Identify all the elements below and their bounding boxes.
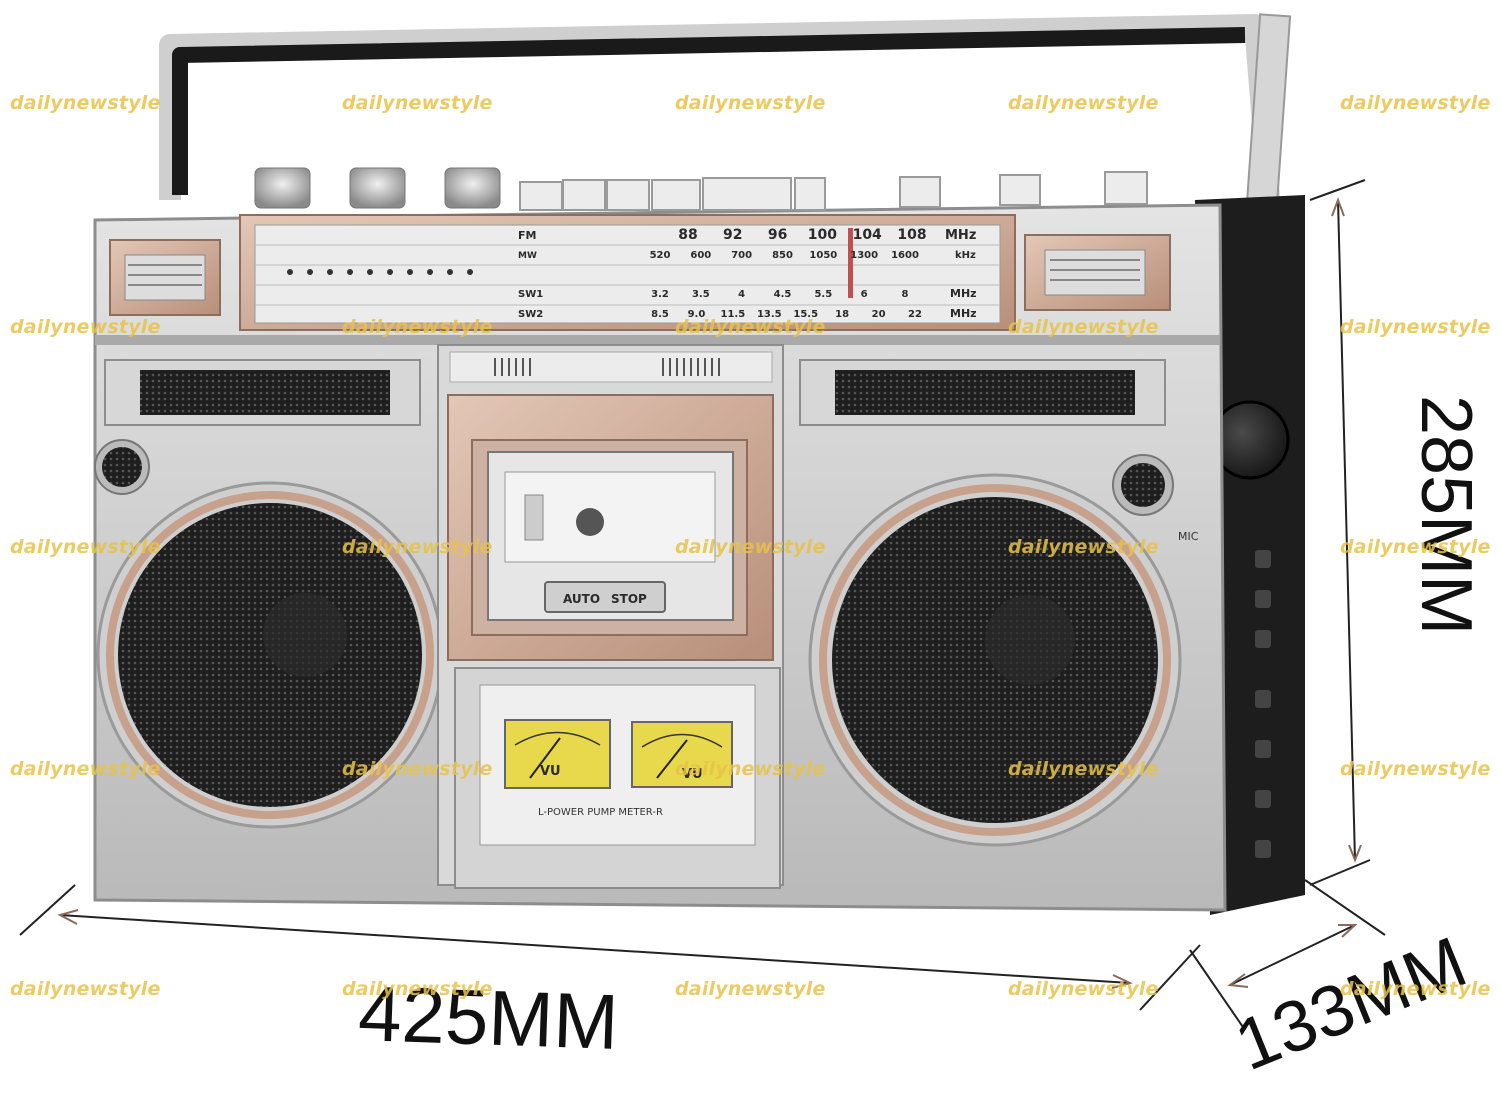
fm-scale-tick-label: 104: [853, 227, 882, 243]
mic-label: MIC: [1178, 530, 1199, 543]
watermark: dailynewstyle: [342, 92, 493, 114]
sw2-scale-tick-label: 11.5: [721, 309, 746, 320]
watermark: dailynewstyle: [1008, 758, 1159, 780]
sw1-scale-tick-label: 4: [738, 289, 745, 300]
fm-scale: 88 92 96 100 104 108: [678, 227, 926, 243]
watermark: dailynewstyle: [675, 758, 826, 780]
watermark: dailynewstyle: [1340, 92, 1491, 114]
sw2-scale-tick-label: 8.5: [651, 309, 669, 320]
mw-scale-tick-label: 600: [690, 250, 711, 261]
watermark: dailynewstyle: [342, 316, 493, 338]
sw2-scale-tick-label: 15.5: [793, 309, 818, 320]
fm-scale-tick-label: 88: [678, 227, 697, 243]
watermark: dailynewstyle: [1008, 316, 1159, 338]
left-small-speaker: [94, 439, 150, 495]
band-mw-label: MW: [518, 251, 537, 261]
sw1-unit: MHz: [950, 287, 977, 300]
watermark: dailynewstyle: [675, 316, 826, 338]
right-tweeter-grille: [799, 359, 1166, 426]
fm-scale-tick-label: 92: [723, 227, 742, 243]
watermark: dailynewstyle: [342, 758, 493, 780]
mw-scale-tick-label: 850: [772, 250, 793, 261]
sw1-scale-tick-label: 3.5: [692, 289, 710, 300]
sw2-scale-tick-label: 9.0: [688, 309, 706, 320]
sw1-scale-tick-label: 4.5: [774, 289, 792, 300]
top-left-slider[interactable]: [109, 239, 221, 316]
watermark: dailynewstyle: [1340, 978, 1491, 1000]
sw2-scale-tick-label: 18: [835, 309, 849, 320]
left-tweeter-grille: [104, 359, 421, 426]
sw1-scale: 3.2 3.5 4 4.5 5.5 6 8: [651, 289, 908, 300]
meter-caption: L-POWER PUMP METER-R: [538, 807, 663, 818]
volume-knob[interactable]: [1210, 400, 1290, 480]
mw-scale-tick-label: 1050: [809, 250, 837, 261]
vu-left-label: VU: [540, 764, 561, 779]
sw1-scale-tick-label: 6: [861, 289, 868, 300]
right-speaker: [808, 473, 1182, 847]
fm-scale-tick-label: 100: [808, 227, 837, 243]
watermark: dailynewstyle: [10, 536, 161, 558]
mw-scale: 520 600 700 850 1050 1300 1600: [650, 250, 919, 261]
tuner-needle: [848, 228, 853, 298]
mw-scale-tick-label: 700: [731, 250, 752, 261]
watermark: dailynewstyle: [1008, 536, 1159, 558]
watermark: dailynewstyle: [10, 92, 161, 114]
fm-scale-tick-label: 96: [768, 227, 787, 243]
watermark: dailynewstyle: [675, 92, 826, 114]
watermark: dailynewstyle: [1340, 316, 1491, 338]
height-dimension-label: 285MM: [1406, 395, 1486, 636]
watermark: dailynewstyle: [10, 758, 161, 780]
top-right-slider[interactable]: [1024, 234, 1171, 311]
watermark: dailynewstyle: [10, 316, 161, 338]
sw2-scale-tick-label: 20: [872, 309, 886, 320]
stop-label: STOP: [611, 592, 647, 606]
mw-unit: kHz: [955, 250, 976, 261]
band-sw2-label: SW2: [518, 309, 543, 320]
sw2-scale-tick-label: 13.5: [757, 309, 782, 320]
fm-scale-tick-label: 108: [897, 227, 926, 243]
watermark: dailynewstyle: [342, 536, 493, 558]
sw1-scale-tick-label: 5.5: [814, 289, 832, 300]
sw1-scale-tick-label: 8: [902, 289, 909, 300]
width-arrow-line: [59, 914, 1131, 984]
watermark: dailynewstyle: [10, 978, 161, 1000]
sw1-scale-tick-label: 3.2: [651, 289, 669, 300]
tuner-indicator-dots: [287, 269, 473, 275]
vu-meter-panel: VU VU L-POWER PUMP METER-R: [454, 667, 781, 889]
depth-arrow-line: [1229, 924, 1356, 986]
fm-unit: MHz: [945, 228, 976, 243]
watermark: dailynewstyle: [342, 978, 493, 1000]
vu-right-label: VU: [682, 767, 703, 782]
mw-scale-tick-label: 520: [650, 250, 671, 261]
left-speaker: [96, 481, 444, 829]
watermark: dailynewstyle: [1340, 536, 1491, 558]
height-arrow-line: [1337, 199, 1356, 861]
vu-meter-right: [631, 721, 733, 788]
dimension-lines: [19, 179, 1386, 1031]
watermark: dailynewstyle: [1340, 758, 1491, 780]
sw2-unit: MHz: [950, 307, 977, 320]
band-fm-label: FM: [518, 229, 536, 242]
watermark: dailynewstyle: [675, 536, 826, 558]
watermark: dailynewstyle: [1008, 978, 1159, 1000]
mw-scale-tick-label: 1300: [850, 250, 878, 261]
mw-scale-tick-label: 1600: [891, 250, 919, 261]
tuner-panel: FM MW SW1 SW2 88 92 96 100 104 108 520 600 700 8…: [239, 214, 1016, 331]
sw2-scale-tick-label: 22: [908, 309, 922, 320]
watermark: dailynewstyle: [675, 978, 826, 1000]
right-small-speaker: [1112, 454, 1174, 516]
auto-label: AUTO: [563, 592, 600, 606]
top-controls[interactable]: [254, 167, 1148, 211]
auto-stop-button[interactable]: [544, 581, 666, 613]
band-sw1-label: SW1: [518, 289, 543, 300]
vu-meter-left: [504, 719, 611, 789]
sw2-scale: 8.5 9.0 11.5 13.5 15.5 18 20 22: [651, 309, 922, 320]
watermark: dailynewstyle: [1008, 92, 1159, 114]
